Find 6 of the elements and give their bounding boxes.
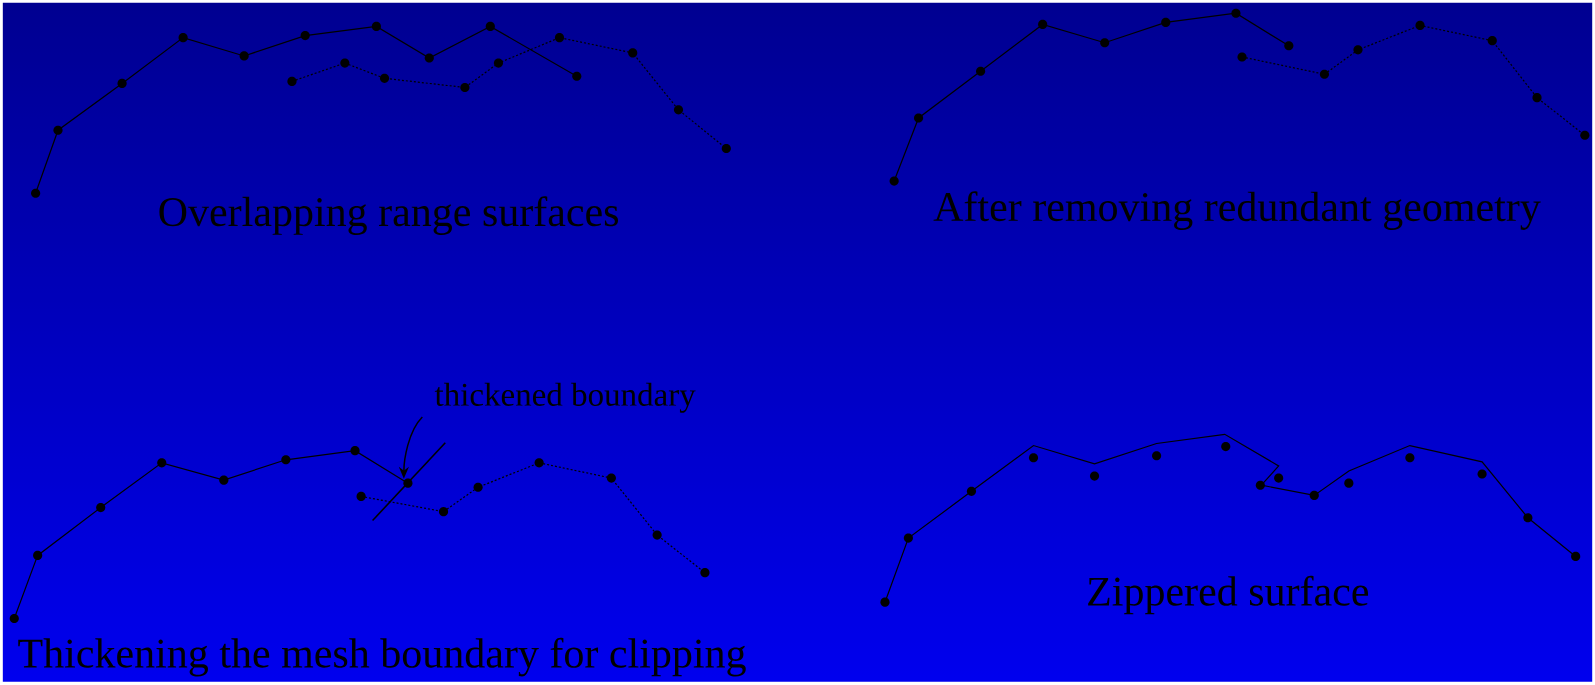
callout-text: thickened boundary bbox=[434, 382, 696, 413]
caption: Thickening the mesh boundary for clipping bbox=[18, 638, 746, 677]
caption: Zippered surface bbox=[1088, 576, 1369, 615]
caption: After removing redundant geometry bbox=[933, 191, 1541, 231]
thickened-boundary-line bbox=[371, 442, 447, 522]
caption: Overlapping range surfaces bbox=[159, 196, 618, 236]
